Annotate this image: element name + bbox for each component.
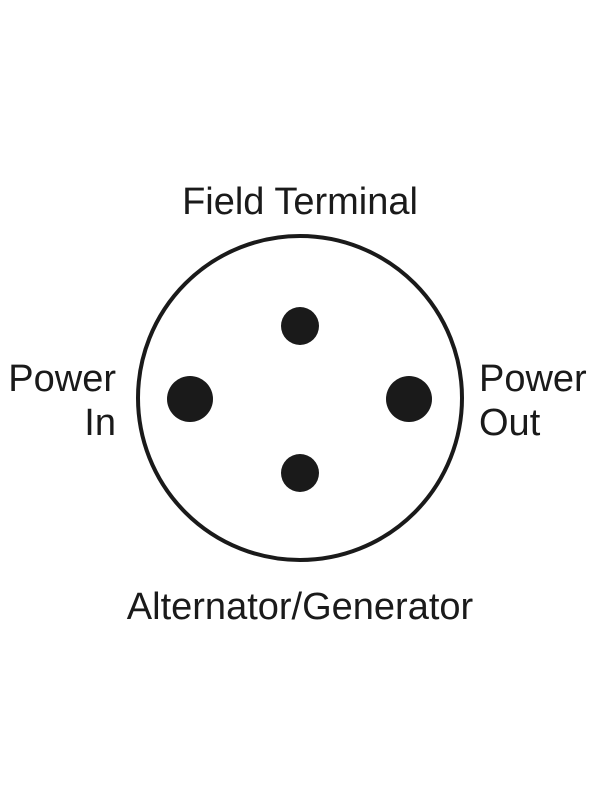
power-out-pin <box>386 376 432 422</box>
power-out-line-2: Out <box>479 402 541 444</box>
power-in-pin <box>167 376 213 422</box>
alternator-generator-text: Alternator/Generator <box>126 586 474 628</box>
power-in-line-2: In <box>84 402 116 444</box>
connector-outline <box>136 234 464 562</box>
field-terminal-pin <box>281 307 319 345</box>
power-out-label: Power Out <box>479 357 587 445</box>
power-in-line-1: Power <box>8 358 116 400</box>
field-terminal-label: Field Terminal <box>0 180 600 224</box>
power-out-line-1: Power <box>479 358 587 400</box>
power-in-label: Power In <box>8 357 116 445</box>
field-terminal-text: Field Terminal <box>182 181 418 223</box>
alternator-generator-pin <box>281 454 319 492</box>
alternator-generator-label: Alternator/Generator <box>0 585 600 629</box>
